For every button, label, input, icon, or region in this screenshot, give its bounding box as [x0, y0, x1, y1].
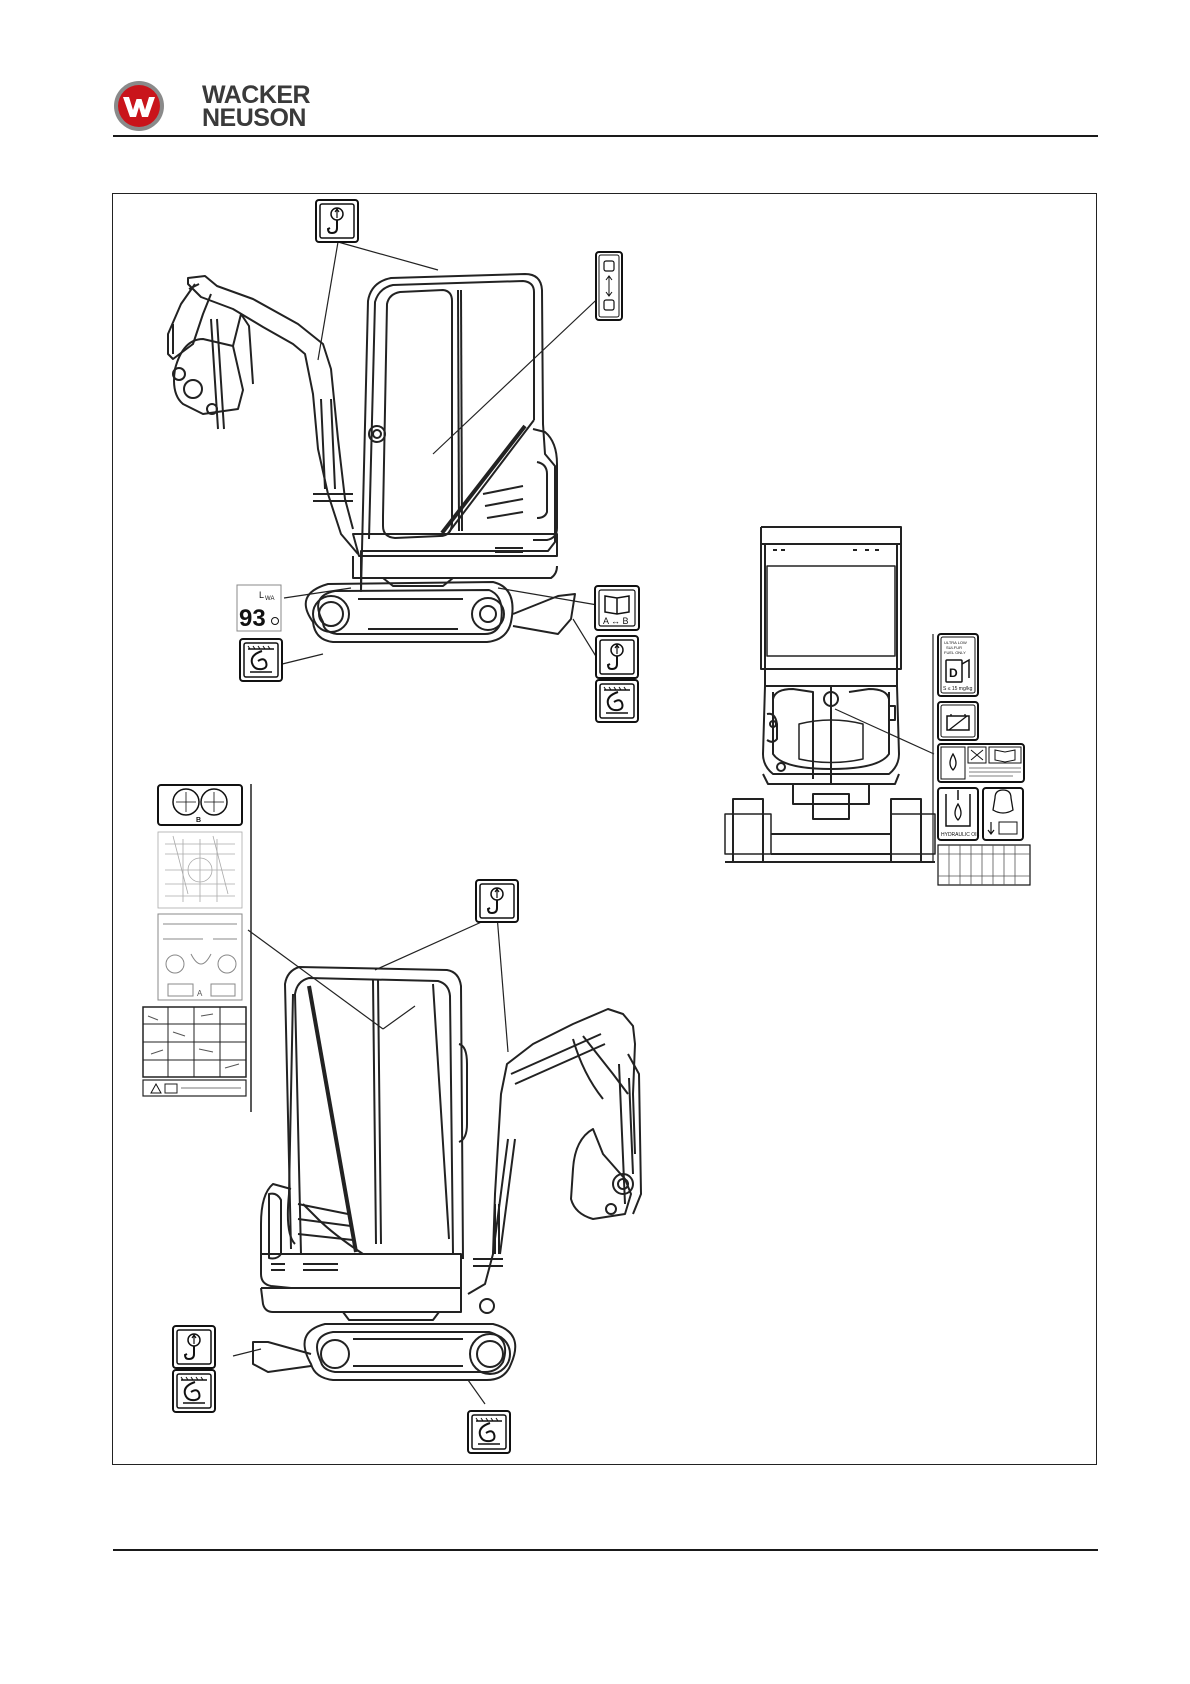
engine-check-decal — [983, 788, 1023, 840]
lifting-point-icon — [173, 1326, 215, 1368]
door-lock-decal — [596, 252, 622, 320]
tie-down-point-icon — [240, 639, 282, 681]
fuel-line-3: FUEL ONLY — [944, 650, 966, 655]
hydraulic-oil-decal: HYDRAULIC OIL — [938, 788, 980, 840]
sound-power-decal: L WA 93 — [237, 585, 281, 632]
operator-panel-decal: A — [158, 914, 242, 1000]
control-pattern-letter: B — [196, 817, 201, 824]
hydraulic-decal-row — [938, 744, 1024, 782]
hydraulic-oil-label: HYDRAULIC OIL — [941, 832, 980, 838]
lift-chart-decal — [158, 832, 242, 908]
wacker-neuson-logo-icon — [113, 80, 165, 132]
lifting-point-icon — [476, 880, 518, 922]
excavator-left-side-view — [168, 274, 575, 642]
view3-callout-lines — [233, 915, 508, 1404]
operator-panel-letter: A — [197, 989, 203, 998]
tie-down-point-icon — [468, 1411, 510, 1453]
sound-power-value: 93 — [239, 605, 266, 632]
decal-location-figure: L WA 93 A ↔ B — [112, 193, 1097, 1465]
footer-divider — [113, 1549, 1098, 1551]
excavator-rear-view — [725, 527, 935, 862]
fuel-spec: S ≤ 15 mg/kg — [943, 686, 973, 692]
tie-down-point-icon — [173, 1370, 215, 1412]
header-divider — [113, 135, 1098, 137]
lifting-point-icon — [316, 200, 358, 242]
manual-ab-label: A ↔ B — [603, 616, 629, 626]
brand-wordmark: WACKER NEUSON — [202, 84, 310, 130]
tie-down-point-icon — [596, 680, 638, 722]
lifting-point-icon — [596, 636, 638, 678]
fuel-decal: ULTRA LOW SULFUR FUEL ONLY D S ≤ 15 mg/k… — [938, 634, 978, 696]
control-pattern-decal: B — [158, 785, 242, 825]
sound-power-symbol: L — [259, 590, 264, 600]
brand-line-2: NEUSON — [202, 107, 310, 130]
maintenance-chart-decal — [938, 845, 1030, 885]
safety-pictogram-sheet — [143, 1007, 246, 1096]
fuel-letter: D — [949, 666, 958, 680]
battery-decal — [938, 702, 978, 740]
view1-callout-lines — [266, 242, 615, 684]
excavator-right-side-view — [253, 967, 641, 1380]
manual-ab-decal: A ↔ B — [595, 586, 639, 630]
sound-power-subscript: WA — [265, 596, 274, 602]
operator-decal-stack: B A — [143, 784, 251, 1112]
